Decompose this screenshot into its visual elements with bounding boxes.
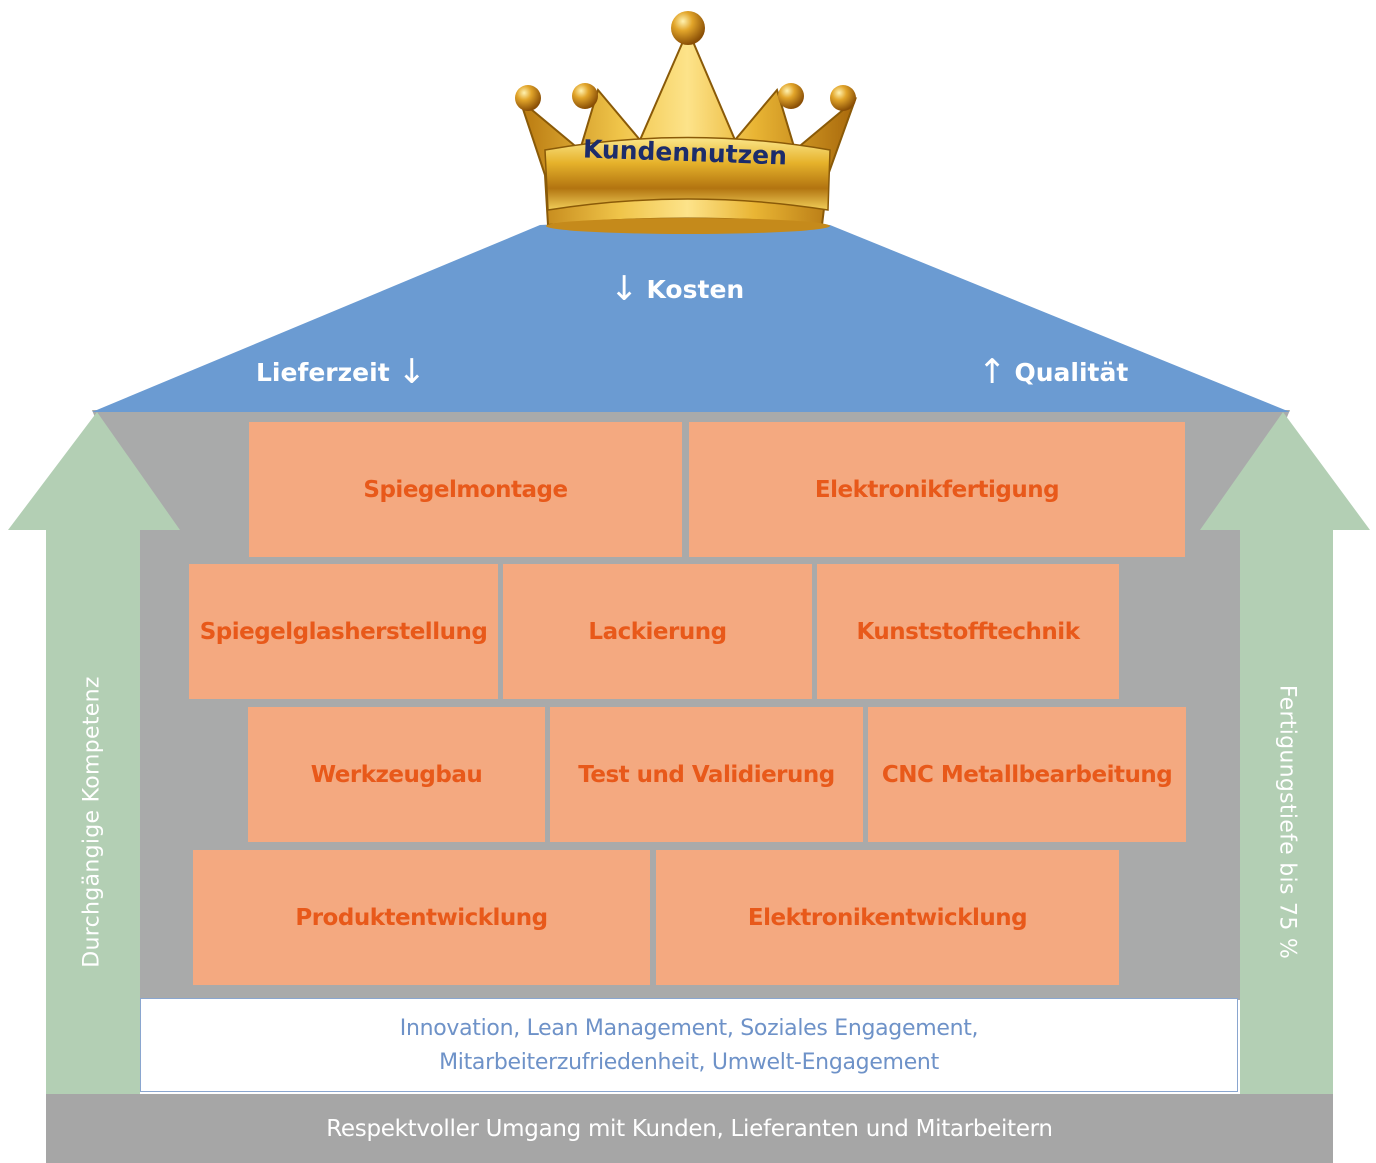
- foundation: Respektvoller Umgang mit Kunden, Liefera…: [46, 1094, 1333, 1163]
- values-line-1: Innovation, Lean Management, Soziales En…: [399, 1016, 979, 1041]
- brick-spiegelglasherstellung: Spiegelglasherstellung: [189, 564, 498, 699]
- left-competence-arrow: [8, 412, 180, 1094]
- roof-label-lieferzeit: Lieferzeit ↓: [256, 355, 426, 389]
- lieferzeit-label: Lieferzeit: [256, 357, 390, 387]
- brick-elektronikfertigung: Elektronikfertigung: [689, 422, 1185, 557]
- values-line-2: Mitarbeiterzufriedenheit, Umwelt-Engagem…: [439, 1050, 939, 1075]
- down-arrow-icon: ↓: [397, 352, 427, 392]
- left-arrow-label: Durchgängige Kompetenz: [79, 676, 105, 968]
- values-box: Innovation, Lean Management, Soziales En…: [140, 998, 1238, 1092]
- qualitaet-label: Qualität: [1014, 357, 1129, 387]
- brick-lackierung: Lackierung: [503, 564, 812, 699]
- down-arrow-icon: ↓: [610, 269, 639, 309]
- roof-label-kosten: ↓ Kosten: [610, 272, 744, 306]
- foundation-label: Respektvoller Umgang mit Kunden, Liefera…: [326, 1115, 1053, 1142]
- brick-produktentwicklung: Produktentwicklung: [193, 850, 650, 985]
- kosten-label: Kosten: [646, 274, 745, 304]
- brick-werkzeugbau: Werkzeugbau: [248, 707, 545, 842]
- right-arrow-label: Fertigungstiefe bis 75 %: [1274, 684, 1300, 960]
- brick-test-und-validierung: Test und Validierung: [550, 707, 863, 842]
- up-arrow-icon: ↑: [978, 352, 1007, 392]
- roof: [92, 221, 1290, 412]
- roof-label-qualitaet: ↑ Qualität: [978, 355, 1128, 389]
- crown-icon: [515, 11, 858, 234]
- brick-elektronikentwicklung: Elektronikentwicklung: [656, 850, 1119, 985]
- brick-spiegelmontage: Spiegelmontage: [249, 422, 682, 557]
- brick-kunststofftechnik: Kunststofftechnik: [817, 564, 1119, 699]
- brick-cnc-metallbearbeitung: CNC Metallbearbeitung: [868, 707, 1186, 842]
- right-depth-arrow: [1200, 412, 1370, 1094]
